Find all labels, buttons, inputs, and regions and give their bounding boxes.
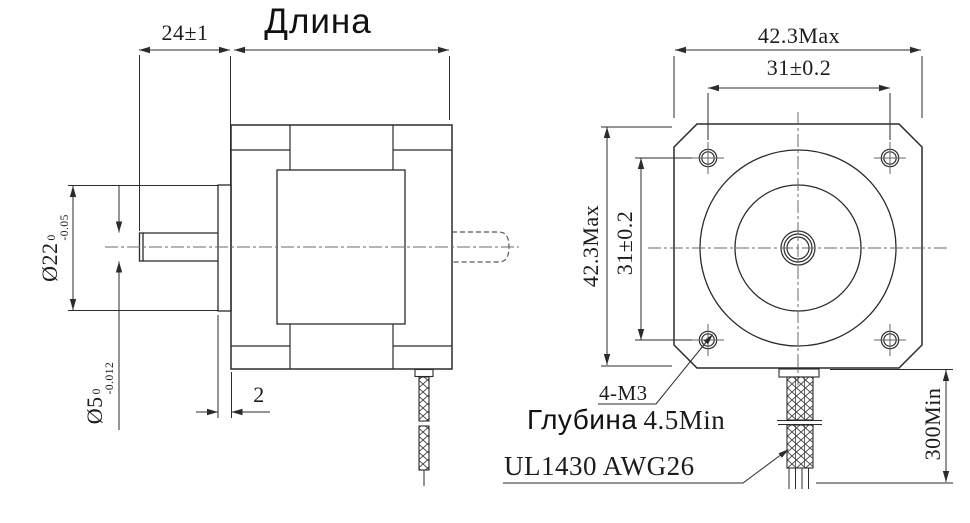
boss-thickness-dimension: 2 [253, 382, 265, 407]
cable-bushing [414, 368, 434, 378]
flange-height-dimension: 42.3Max [578, 204, 603, 288]
front-arrowheads [603, 46, 950, 482]
front-view-drawing [648, 112, 948, 489]
side-view-drawing [105, 124, 519, 486]
dim-line-width-max [673, 49, 923, 118]
dim-line-height-max [601, 126, 672, 367]
pilot-boss [217, 184, 232, 312]
side-arrowheads [69, 46, 449, 416]
boss-diameter-upper-tol: 0 [45, 234, 58, 241]
cable-spec-label: UL1430 AWG26 [504, 451, 695, 481]
flange-outline [673, 123, 923, 369]
mounting-holes-label: 4-M3 [599, 381, 648, 405]
shaft-diameter-lower-tol: -0.012 [103, 361, 116, 395]
boss-diameter-lower-tol: -0.05 [58, 214, 71, 241]
shaft-diameter-value: Ø5 [81, 396, 107, 425]
shaft-length-dimension: 24±1 [161, 20, 209, 45]
side-view-dimensions [68, 46, 450, 430]
front-view-dimensions [503, 46, 953, 484]
thread-depth-value: 4.5Min [643, 405, 726, 435]
boss-diameter-value: Ø22 [36, 242, 62, 282]
leader-cable [503, 453, 783, 484]
lead-wires [788, 468, 809, 489]
front-view-cable [777, 368, 822, 489]
thread-depth-annotation: Глубина 4.5Min [527, 406, 725, 434]
hole-spacing-vertical-dimension: 31±0.2 [612, 210, 637, 276]
cable-break-lines [777, 419, 822, 426]
dim-line-boss-thickness [196, 315, 270, 418]
dim-line-hole-spacing-h [707, 87, 891, 140]
flange-width-dimension: 42.3Max [757, 23, 841, 48]
side-view-cable [414, 368, 434, 486]
shaft-diameter-upper-tol: 0 [90, 388, 103, 395]
leader-4m3 [598, 340, 708, 405]
dim-line-hole-spacing-v [635, 157, 692, 341]
screw-holes [692, 142, 906, 356]
boss-diameter-tolerance: 0-0.05 [46, 214, 71, 240]
length-dimension-title: Длина [264, 2, 372, 41]
cable-length-dimension: 300Min [920, 387, 945, 461]
dim-line-cable-length [816, 369, 953, 484]
cable-bushing-front [778, 368, 820, 378]
front-center-lines [648, 112, 948, 385]
hole-spacing-horizontal-dimension: 31±0.2 [766, 55, 832, 80]
thread-depth-label: Глубина [527, 404, 638, 435]
shaft-diameter-tolerance: 0-0.012 [91, 362, 116, 395]
dim-line-boss-dia [68, 185, 218, 311]
